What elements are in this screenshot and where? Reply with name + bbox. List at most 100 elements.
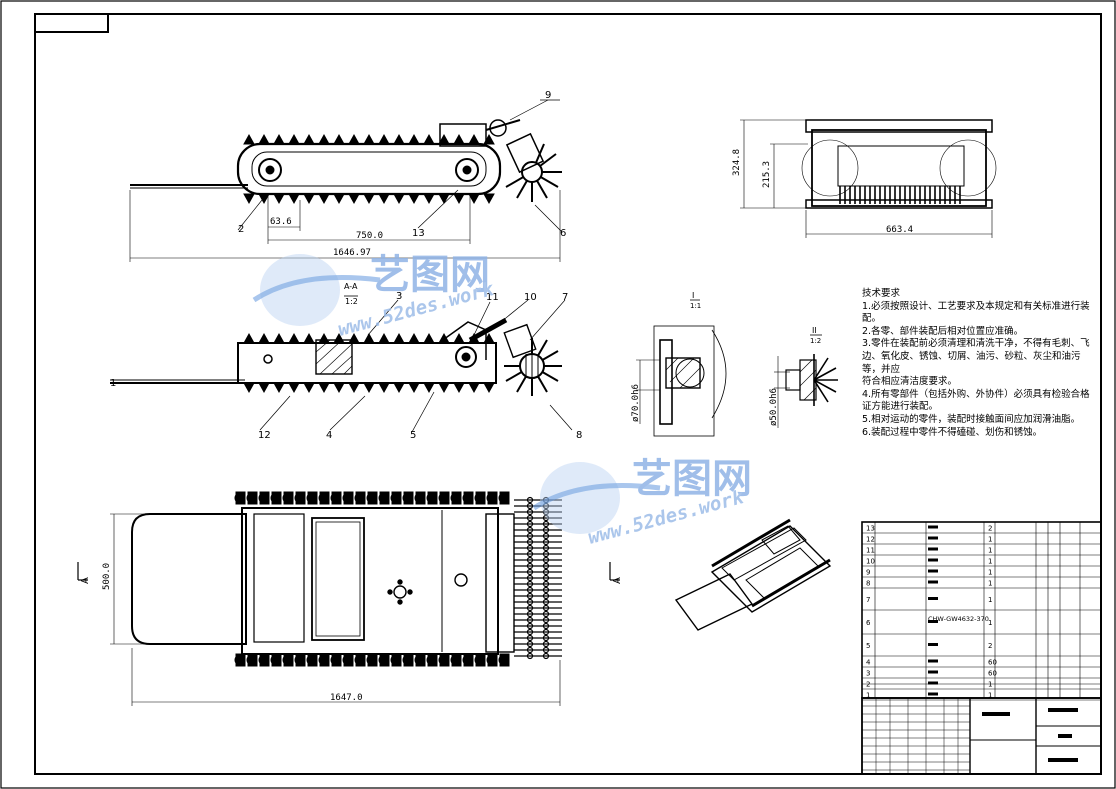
watermark-brand: 艺图网: [370, 252, 490, 298]
bom-quantity: 2: [988, 525, 992, 533]
bom-quantity: 60: [988, 659, 997, 667]
balloon-1: 1: [110, 378, 116, 389]
plan-view: [77, 491, 620, 706]
tech-req-line: 证方能进行装配。: [862, 401, 939, 413]
bom-row: 13 2: [866, 525, 992, 533]
tech-req-line: 1.必须按照设计、工艺要求及本规定和有关标准进行装: [862, 300, 1090, 312]
dim-plan-width: 500.0: [102, 563, 112, 590]
section-view-annotations: A-A 1:2 3 11 10 7 1 12 4 5 8: [110, 282, 582, 441]
section-view-a-a: [110, 295, 573, 433]
balloon-8: 8: [576, 430, 582, 441]
dim-side-width: 663.4: [886, 225, 913, 235]
bom-row: 4 60: [866, 659, 997, 667]
drawing-code-box: [34, 13, 109, 33]
bom-quantity: 1: [988, 596, 992, 604]
tech-req-line: 边、氧化皮、锈蚀、切屑、油污、砂粒、灰尘和油污等，并应: [862, 350, 1081, 375]
detail-ii-scale: 1:2: [810, 337, 821, 345]
section-arrow-left: A: [80, 577, 91, 584]
balloon-12: 12: [258, 430, 271, 441]
detail-ii-diameter: ø50.0h6: [769, 388, 779, 426]
bom-quantity: 1: [988, 547, 992, 555]
section-arrow-right: A: [612, 577, 623, 584]
tech-req-line: 配。: [862, 313, 882, 325]
technical-requirements: 技术要求 1.必须按照设计、工艺要求及本规定和有关标准进行装 配。 2.各零、部…: [862, 288, 1098, 439]
detail-i-diameter: ø70.0h6: [631, 384, 641, 422]
bom-item-number: 6: [866, 619, 871, 627]
detail-i-view: [636, 299, 727, 437]
bom-quantity: 1: [988, 569, 992, 577]
bom-row: 12 1: [866, 536, 992, 544]
bom-item-number: 3: [866, 670, 870, 678]
dim-side-height: 324.8: [732, 149, 742, 176]
detail-i-annotations: I 1:1 ø70.0h6: [631, 291, 701, 422]
bom-item-number: 1: [866, 692, 870, 700]
tech-req-title: 技术要求: [862, 288, 901, 299]
bom-quantity: 1: [988, 580, 992, 588]
detail-i-scale: 1:1: [690, 302, 701, 310]
bom-item-number: 7: [866, 596, 870, 604]
top-elevation-view: [129, 99, 563, 262]
bom-item-number: 2: [866, 681, 870, 689]
tech-req-line: 3.零件在装配前必须清理和清洗干净，不得有毛刺、飞: [862, 338, 1090, 350]
tech-req-line: 4.所有零部件（包括外购、外协件）必须具有检验合格: [862, 388, 1090, 400]
dim-overall-length: 1646.97: [333, 248, 371, 258]
bom-quantity: 1: [988, 558, 992, 566]
side-view: [740, 119, 997, 238]
detail-ii-annotations: II 1:2 ø50.0h6: [769, 326, 821, 426]
balloon-5: 5: [410, 430, 416, 441]
balloon-11: 11: [486, 292, 499, 303]
bom-quantity: 1: [988, 681, 992, 689]
balloon-6: 6: [560, 228, 566, 239]
bom-item-number: 9: [866, 569, 870, 577]
balloon-2: 2: [238, 224, 244, 235]
plan-view-annotations: 500.0 1647.0 A A: [80, 563, 623, 703]
top-view-annotations: 1646.97 750.0 63.6 9 2 13 6: [238, 90, 566, 258]
dim-side-inner-height: 215.3: [762, 161, 772, 188]
bom-row: 10 1: [866, 558, 992, 566]
bom-quantity: 60: [988, 670, 997, 678]
bom-item-number: 10: [866, 558, 875, 566]
bom-item-number: 8: [866, 580, 870, 588]
tech-req-line: 符合相应清洁度要求。: [862, 376, 958, 388]
balloon-4: 4: [326, 430, 332, 441]
tech-req-line: 5.相对运动的零件，装配时接触面间应加润滑油脂。: [862, 413, 1081, 425]
bom-quantity: 2: [988, 642, 992, 650]
bom-item-number: 11: [866, 547, 875, 555]
balloon-3: 3: [396, 291, 402, 302]
bom-quantity: 1: [988, 536, 992, 544]
detail-ii-label: II: [812, 326, 817, 335]
bom-table: [861, 521, 1102, 701]
detail-i-label: I: [692, 291, 694, 300]
dim-plan-length: 1647.0: [330, 693, 363, 703]
bom-spec: CHW-GW4632-370: [928, 615, 989, 623]
section-scale: 1:2: [345, 297, 358, 306]
dim-sprocket-centers: 750.0: [356, 231, 383, 241]
bom-row: 3 60: [866, 670, 997, 678]
balloon-13: 13: [412, 228, 425, 239]
detail-ii-view: [774, 334, 838, 428]
isometric-view: [674, 518, 832, 631]
balloon-7: 7: [562, 292, 568, 303]
tech-req-line: 2.各零、部件装配后相对位置应准确。: [862, 325, 1024, 337]
bom-item-number: 12: [866, 536, 875, 544]
bom-quantity: 1: [988, 619, 992, 627]
title-block: [861, 697, 1102, 775]
section-label: A-A: [344, 282, 358, 291]
bom-item-number: 4: [866, 659, 871, 667]
watermark-2: 艺图网 www.52des.work: [532, 456, 752, 549]
bom-quantity: 1: [988, 692, 992, 700]
bom-item-number: 13: [866, 525, 875, 533]
dim-offset: 63.6: [270, 217, 292, 227]
sheet-inner-frame: [34, 13, 1102, 775]
bom-item-number: 5: [866, 642, 870, 650]
